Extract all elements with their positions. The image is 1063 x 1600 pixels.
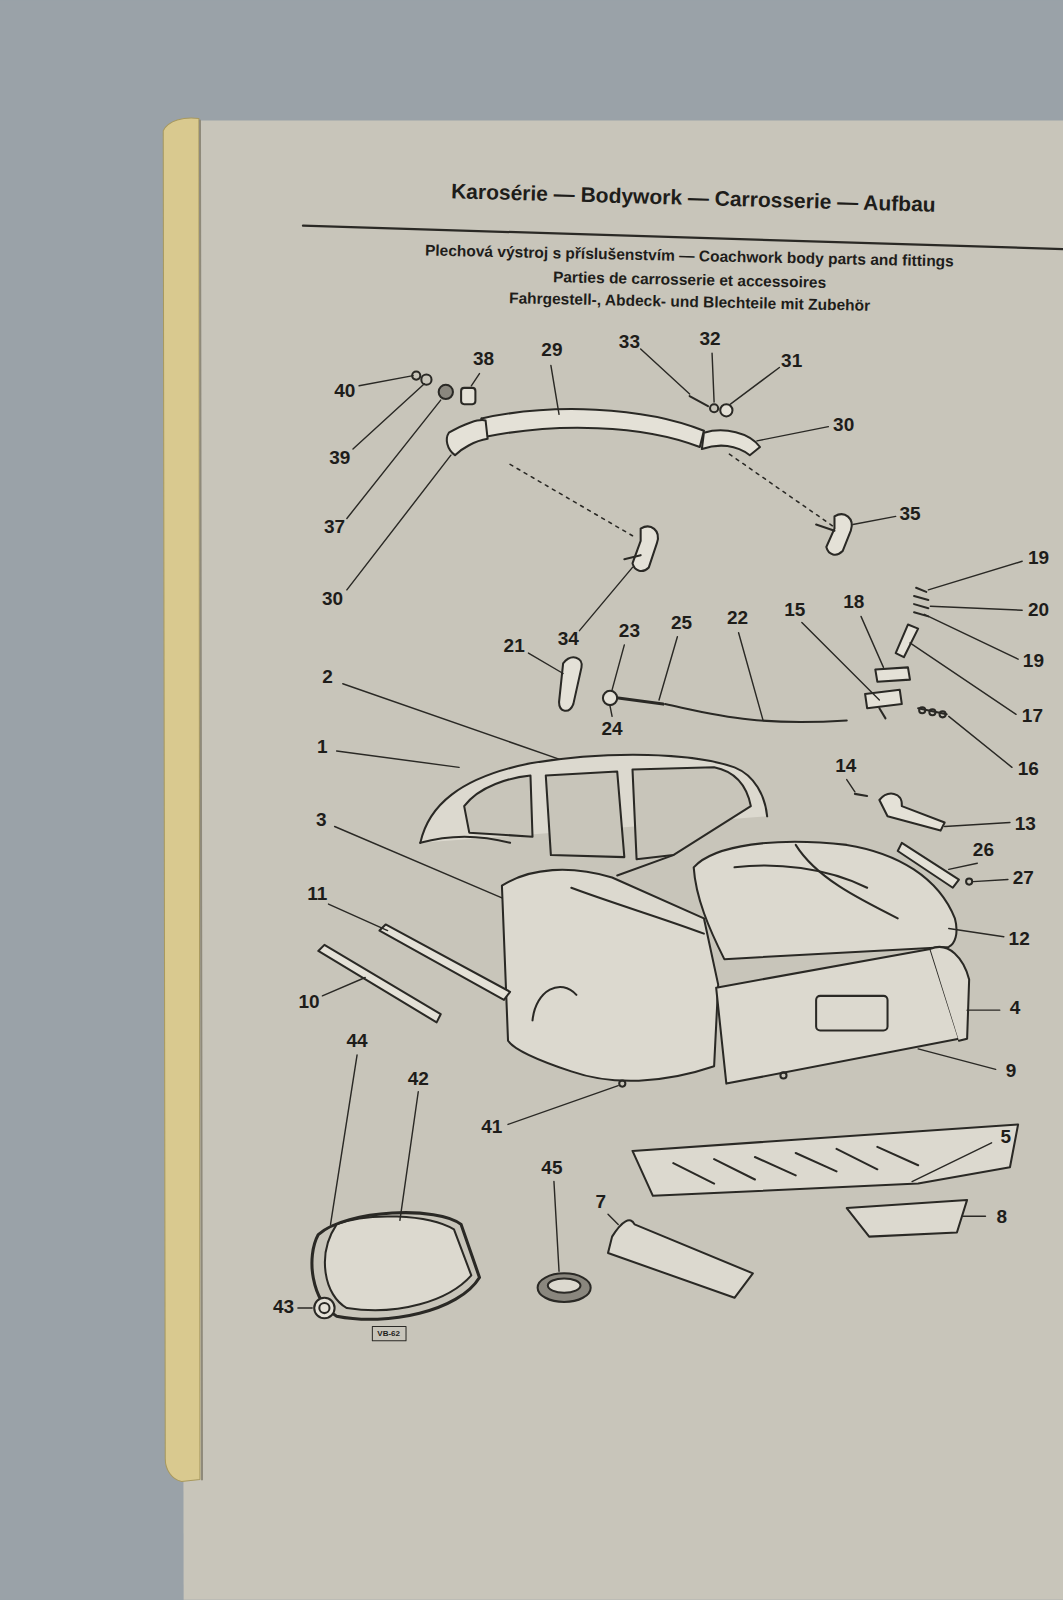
callout-number: 8 (997, 1207, 1008, 1228)
callout-number: 37 (324, 517, 345, 538)
callout-number: 42 (408, 1069, 429, 1090)
callout-number: 29 (541, 340, 562, 361)
callout-number: 33 (619, 332, 640, 353)
callout-number: 24 (602, 719, 623, 740)
callout-number: 25 (671, 613, 692, 634)
callout-number: 4 (1010, 998, 1021, 1019)
callout-number: 30 (833, 415, 854, 436)
callout-number: 15 (784, 600, 805, 621)
callout-number: 20 (1028, 600, 1049, 621)
callout-number: 10 (299, 992, 320, 1013)
callout-number: 5 (1001, 1127, 1012, 1148)
callout-number: 2 (322, 667, 333, 688)
callout-number: 18 (843, 592, 864, 613)
callout-number: 21 (504, 636, 525, 657)
callout-number: 44 (346, 1031, 367, 1052)
callout-number: 26 (973, 840, 994, 861)
callout-number: 3 (316, 810, 327, 831)
callout-number: 32 (699, 329, 720, 350)
callout-number: 1 (317, 737, 328, 758)
callout-number: 40 (334, 381, 355, 402)
callout-number: 27 (1013, 868, 1034, 889)
callout-number: 9 (1006, 1061, 1017, 1082)
callout-number: 45 (541, 1158, 562, 1179)
callout-number: 13 (1015, 814, 1036, 835)
callout-number: 11 (307, 884, 327, 905)
callout-number: 30 (322, 589, 343, 610)
callout-number: 16 (1018, 759, 1039, 780)
callout-number: 12 (1009, 929, 1030, 950)
callout-number: 34 (558, 629, 579, 650)
callout-number: 38 (473, 349, 494, 370)
callout-number: 35 (899, 504, 920, 525)
callout-number: 23 (619, 621, 640, 642)
callout-number: 19 (1028, 548, 1049, 569)
callout-number: 39 (329, 448, 350, 469)
callout-number: 14 (835, 756, 856, 777)
callout-number: 7 (596, 1192, 607, 1213)
plate-code: VB-62 (377, 1330, 400, 1339)
callout-number: 19 (1023, 651, 1044, 672)
callout-number: 31 (781, 351, 802, 372)
callout-number: 22 (727, 608, 748, 629)
callout-number: 43 (273, 1297, 294, 1318)
callout-number: 17 (1022, 706, 1043, 727)
callout-number: 41 (481, 1117, 502, 1138)
